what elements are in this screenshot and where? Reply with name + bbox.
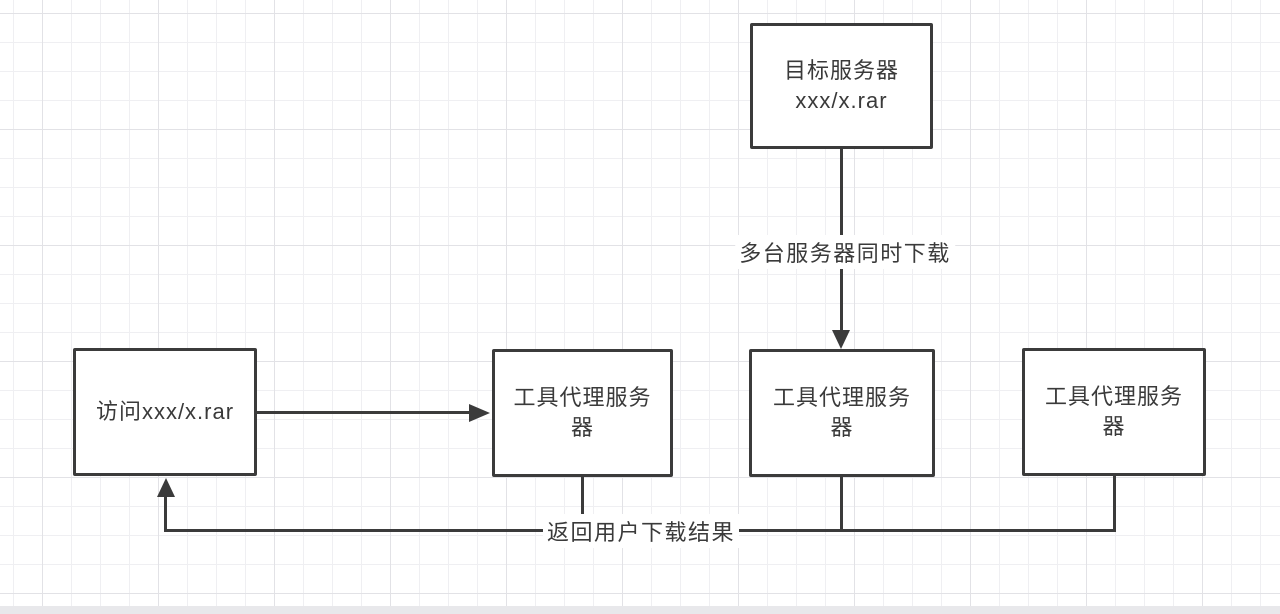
node-proxy-server-2: 工具代理服务器 xyxy=(749,349,935,477)
connector-return-to-access xyxy=(164,494,167,532)
arrowhead-right-icon xyxy=(469,404,490,422)
node-target-server-label: 目标服务器 xxx/x.rar xyxy=(783,58,899,113)
arrowhead-up-icon xyxy=(157,478,175,497)
canvas-page-edge xyxy=(0,606,1280,614)
edge-label-download: 多台服务器同时下载 xyxy=(735,235,955,269)
node-target-server: 目标服务器 xxx/x.rar xyxy=(750,23,933,149)
connector-proxy1-to-return xyxy=(581,477,584,530)
connector-access-to-proxy1 xyxy=(257,411,473,414)
node-proxy-server-1: 工具代理服务器 xyxy=(492,349,673,477)
node-user-access: 访问xxx/x.rar xyxy=(73,348,257,476)
node-proxy-server-3: 工具代理服务器 xyxy=(1022,348,1206,476)
connector-proxy3-to-return xyxy=(1113,476,1116,531)
arrowhead-down-icon xyxy=(832,330,850,349)
node-proxy-server-2-label: 工具代理服务器 xyxy=(772,385,911,440)
edge-label-return: 返回用户下载结果 xyxy=(542,514,740,548)
connector-proxy2-to-return xyxy=(840,477,843,530)
node-proxy-server-3-label: 工具代理服务器 xyxy=(1044,384,1183,439)
node-proxy-server-1-label: 工具代理服务器 xyxy=(513,385,652,440)
node-user-access-label: 访问xxx/x.rar xyxy=(95,399,235,424)
